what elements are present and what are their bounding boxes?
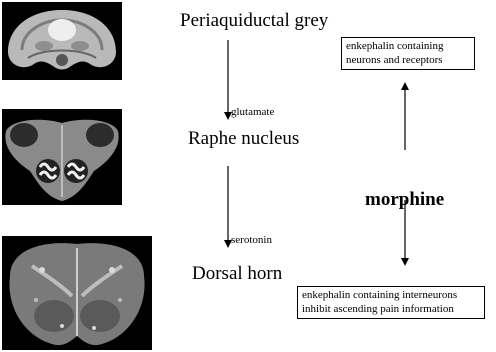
top-enkephalin-box: enkephalin containing neurons and recept…: [341, 37, 475, 70]
spinal-cord-slice-image: [2, 236, 152, 350]
medulla-slice-image: [2, 109, 122, 205]
arrow-raphe-to-dorsal: [220, 166, 236, 250]
bottom-box-line-2: inhibit ascending pain information: [302, 302, 480, 316]
node-dorsal-horn: Dorsal horn: [192, 263, 282, 285]
top-box-line-2: neurons and receptors: [346, 53, 470, 67]
bottom-box-line-1: enkephalin containing interneurons: [302, 288, 480, 302]
node-periaqueductal-grey: Periaquiductal grey: [180, 10, 328, 32]
midbrain-slice-image: [2, 2, 122, 80]
transmitter-glutamate: glutamate: [231, 106, 274, 118]
top-box-line-1: enkephalin containing: [346, 39, 470, 53]
node-raphe-nucleus: Raphe nucleus: [188, 128, 299, 150]
arrow-pag-to-raphe: [220, 40, 236, 122]
transmitter-serotonin: serotonin: [231, 234, 272, 246]
arrow-morphine-down: [397, 200, 413, 268]
arrow-morphine-up: [397, 82, 413, 150]
bottom-enkephalin-box: enkephalin containing interneurons inhib…: [297, 286, 485, 319]
